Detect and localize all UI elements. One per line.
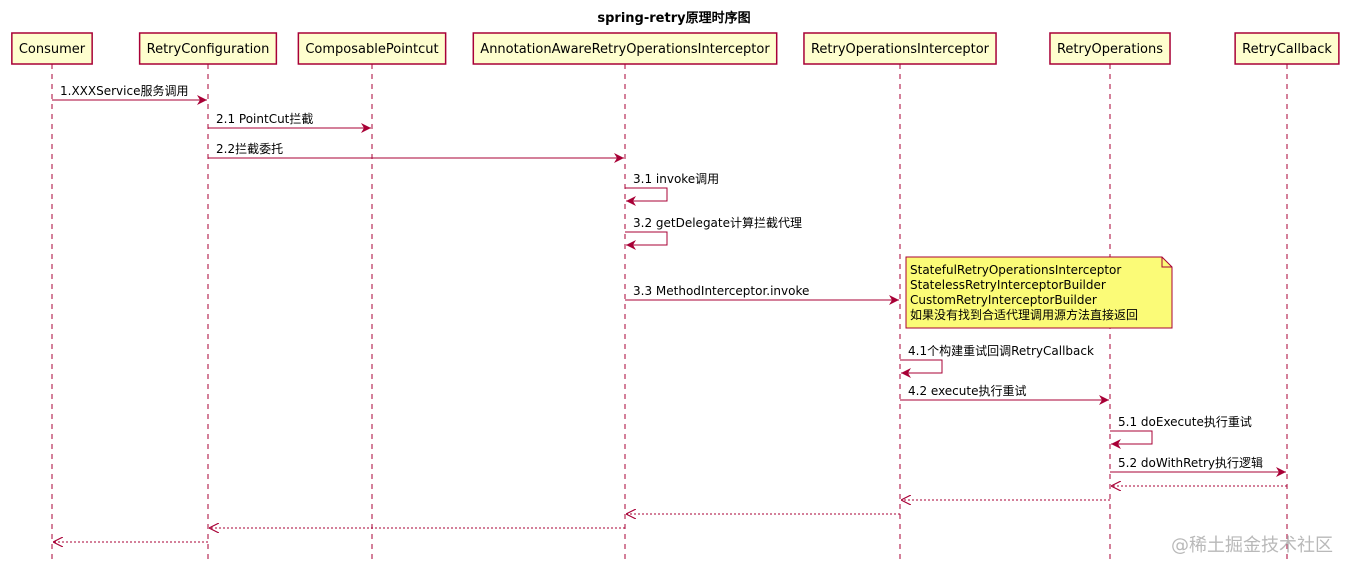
- participant-retry_callback: RetryCallback: [1234, 32, 1340, 65]
- participant-label: AnnotationAwareRetryOperationsIntercepto…: [480, 42, 770, 57]
- message-1: 1.XXXService服务调用: [52, 83, 207, 105]
- message-label: 4.1个构建重试回调RetryCallback: [908, 343, 1094, 358]
- participant-label: RetryOperations: [1057, 42, 1163, 57]
- note-line: StatelessRetryInterceptorBuilder: [910, 278, 1106, 292]
- participant-box: [472, 32, 778, 65]
- participant-box: [1234, 32, 1340, 65]
- watermark: @稀土掘金技术社区: [1171, 535, 1333, 556]
- participant-box: [803, 32, 997, 65]
- message-label: 3.2 getDelegate计算拦截代理: [633, 215, 802, 230]
- diagram-title: spring-retry原理时序图: [597, 10, 750, 26]
- note-line: 如果没有找到合适代理调用源方法直接返回: [910, 307, 1138, 322]
- message-arrow: [625, 187, 668, 206]
- participant-composable_pointcut: ComposablePointcut: [297, 32, 447, 65]
- note-box: [905, 256, 1173, 329]
- message-label: 3.3 MethodInterceptor.invoke: [633, 284, 809, 298]
- note-corner-fold: [1161, 257, 1172, 268]
- participant-label: Consumer: [19, 42, 86, 57]
- participant-annotation_interceptor: AnnotationAwareRetryOperationsIntercepto…: [472, 32, 778, 65]
- note-line: CustomRetryInterceptorBuilder: [910, 293, 1097, 307]
- note: StatefulRetryOperationsInterceptor State…: [905, 256, 1173, 329]
- message-9: 5.1 doExecute执行重试: [1110, 414, 1252, 449]
- participants: Consumer RetryConfiguration ComposablePoin…: [11, 32, 1340, 65]
- message-5: 3.2 getDelegate计算拦截代理: [625, 215, 802, 250]
- participant-consumer: Consumer: [11, 32, 93, 65]
- participant-label: RetryOperationsInterceptor: [811, 42, 990, 57]
- participant-retry_ops_interceptor: RetryOperationsInterceptor: [803, 32, 997, 65]
- participant-box: [297, 32, 447, 65]
- message-arrow: [900, 359, 943, 378]
- message-label: 2.2拦截委托: [216, 142, 283, 156]
- message-label: 1.XXXService服务调用: [60, 83, 188, 98]
- messages: 1.XXXService服务调用 2.1 PointCut拦截 2.2拦截委托 3.1…: [52, 83, 1287, 542]
- participant-label: ComposablePointcut: [305, 42, 438, 57]
- message-3: 2.2拦截委托: [208, 142, 624, 163]
- message-arrow: [625, 231, 668, 250]
- message-label: 3.1 invoke调用: [633, 172, 719, 186]
- participant-label: RetryCallback: [1242, 42, 1332, 57]
- participant-label: RetryConfiguration: [147, 42, 270, 57]
- note-line: StatefulRetryOperationsInterceptor: [910, 263, 1121, 277]
- participant-box: [138, 32, 278, 65]
- message-label: 4.2 execute执行重试: [908, 383, 1026, 398]
- participant-box: [11, 32, 93, 65]
- participant-retry_operations: RetryOperations: [1049, 32, 1171, 65]
- message-7: 4.1个构建重试回调RetryCallback: [900, 343, 1094, 378]
- message-10: 5.2 doWithRetry执行逻辑: [1110, 456, 1286, 477]
- participant-box: [1049, 32, 1171, 65]
- lifelines: [51, 64, 1288, 560]
- message-4: 3.1 invoke调用: [625, 172, 719, 206]
- message-label: 5.1 doExecute执行重试: [1118, 414, 1252, 429]
- message-6: 3.3 MethodInterceptor.invoke: [625, 284, 899, 305]
- message-label: 2.1 PointCut拦截: [216, 112, 313, 126]
- message-2: 2.1 PointCut拦截: [208, 112, 371, 133]
- message-8: 4.2 execute执行重试: [900, 383, 1109, 405]
- message-arrow: [1110, 430, 1153, 449]
- message-label: 5.2 doWithRetry执行逻辑: [1118, 456, 1263, 470]
- participant-retry_configuration: RetryConfiguration: [138, 32, 278, 65]
